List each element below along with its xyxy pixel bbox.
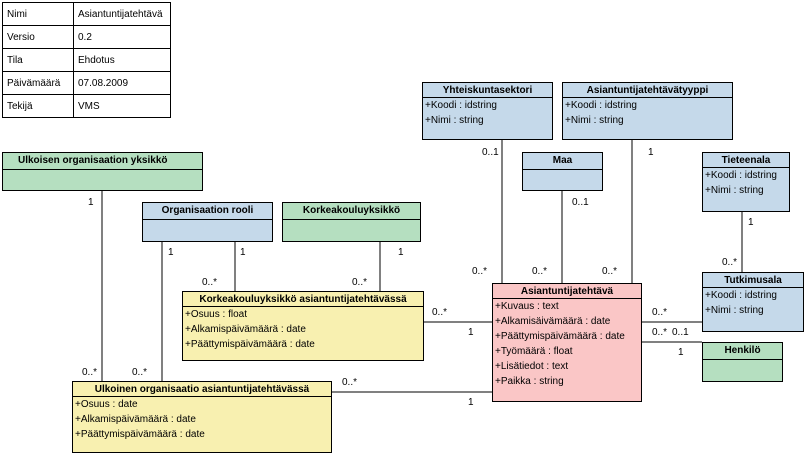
class-name: Korkeakouluyksikkö bbox=[302, 205, 401, 216]
class-korkeakouluyksikko[interactable]: Korkeakouluyksikkö bbox=[282, 202, 421, 242]
multiplicity-label: 1 bbox=[648, 147, 654, 158]
multiplicity-label: 1 bbox=[168, 247, 174, 258]
class-attribute: +Päättymispäivämäärä : date bbox=[75, 429, 205, 440]
class-name: Ulkoinen organisaatio asiantuntijatehtäv… bbox=[94, 384, 310, 395]
class-attribute: +Koodi : idstring bbox=[565, 100, 637, 111]
class-name: Yhteiskuntasektori bbox=[442, 85, 533, 96]
class-attribute: +Päättymispäivämäärä : date bbox=[495, 331, 625, 342]
class-attribute: +Lisätiedot : text bbox=[495, 361, 569, 372]
class-divider bbox=[183, 306, 423, 307]
class-attribute: +Alkamispäivämäärä : date bbox=[75, 414, 196, 425]
meta-key: Tila bbox=[2, 48, 74, 72]
class-divider bbox=[493, 298, 641, 299]
class-asiantuntijatehtavatyyppi[interactable]: Asiantuntijatehtävätyyppi +Koodi : idstr… bbox=[562, 82, 733, 140]
class-tutkimusala[interactable]: Tutkimusala +Koodi : idstring +Nimi : st… bbox=[702, 272, 804, 332]
multiplicity-label: 0..1 bbox=[572, 197, 589, 208]
multiplicity-label: 0..* bbox=[652, 307, 668, 318]
class-attribute: +Päättymispäivämäärä : date bbox=[185, 339, 315, 350]
class-yhteiskuntasektori[interactable]: Yhteiskuntasektori +Koodi : idstring +Ni… bbox=[422, 82, 553, 140]
class-name: Asiantuntijatehtävätyyppi bbox=[586, 85, 709, 96]
class-name: Maa bbox=[552, 155, 573, 166]
multiplicity-label: 1 bbox=[398, 247, 404, 258]
multiplicity-label: 1 bbox=[678, 347, 684, 358]
class-name: Korkeakouluyksikkö asiantuntijatehtäväss… bbox=[199, 294, 407, 305]
multiplicity-label: 1 bbox=[748, 217, 754, 228]
multiplicity-label: 0..* bbox=[602, 266, 618, 277]
class-divider bbox=[423, 97, 552, 98]
class-divider bbox=[143, 219, 272, 220]
multiplicity-label: 0..1 bbox=[672, 327, 689, 338]
class-divider bbox=[283, 219, 420, 220]
class-attribute: +Alkamispäivämäärä : date bbox=[185, 324, 306, 335]
multiplicity-label: 0..1 bbox=[482, 147, 499, 158]
class-divider bbox=[703, 359, 782, 360]
class-attribute: +Nimi : string bbox=[705, 185, 764, 196]
class-divider bbox=[73, 396, 331, 397]
multiplicity-label: 0..* bbox=[352, 277, 368, 288]
class-organisaation-rooli[interactable]: Organisaation rooli bbox=[142, 202, 273, 242]
multiplicity-label: 0..* bbox=[722, 257, 738, 268]
class-attribute: +Paikka : string bbox=[495, 376, 564, 387]
class-name: Organisaation rooli bbox=[161, 205, 254, 216]
multiplicity-label: 0..* bbox=[432, 307, 448, 318]
multiplicity-label: 1 bbox=[468, 327, 474, 338]
multiplicity-label: 0..* bbox=[342, 377, 358, 388]
class-divider bbox=[3, 169, 202, 170]
class-name: Henkilö bbox=[724, 345, 761, 356]
meta-value: VMS bbox=[73, 94, 171, 118]
class-attribute: +Koodi : idstring bbox=[705, 170, 777, 181]
multiplicity-label: 1 bbox=[88, 197, 94, 208]
class-ulkoinen-organisaatio-asiantuntijatehtavassa[interactable]: Ulkoinen organisaatio asiantuntijatehtäv… bbox=[72, 381, 332, 453]
multiplicity-label: 0..* bbox=[82, 367, 98, 378]
multiplicity-label: 1 bbox=[240, 247, 246, 258]
class-attribute: +Koodi : idstring bbox=[425, 100, 497, 111]
multiplicity-label: 1 bbox=[468, 397, 474, 408]
multiplicity-label: 0..* bbox=[652, 327, 668, 338]
class-name: Tieteenala bbox=[721, 155, 771, 166]
multiplicity-label: 0..* bbox=[472, 266, 488, 277]
class-divider bbox=[563, 97, 732, 98]
class-maa[interactable]: Maa bbox=[522, 152, 603, 191]
class-divider bbox=[703, 287, 803, 288]
class-korkeakouluyksikko-asiantuntijatehtavassa[interactable]: Korkeakouluyksikkö asiantuntijatehtäväss… bbox=[182, 291, 424, 361]
class-name: Tutkimusala bbox=[724, 275, 782, 286]
class-name: Ulkoisen organisaation yksikkö bbox=[18, 155, 168, 166]
class-ulkoisen-organisaation-yksikko[interactable]: Ulkoisen organisaation yksikkö bbox=[2, 152, 203, 191]
class-attribute: +Kuvaus : text bbox=[495, 301, 559, 312]
class-tieteenala[interactable]: Tieteenala +Koodi : idstring +Nimi : str… bbox=[702, 152, 790, 212]
class-attribute: +Osuus : float bbox=[185, 309, 247, 320]
multiplicity-label: 0..* bbox=[202, 277, 218, 288]
class-divider bbox=[703, 167, 789, 168]
class-henkilo[interactable]: Henkilö bbox=[702, 342, 783, 382]
meta-value: Ehdotus bbox=[73, 48, 171, 72]
multiplicity-label: 0..* bbox=[132, 367, 148, 378]
multiplicity-label: 0..* bbox=[532, 266, 548, 277]
class-attribute: +Työmäärä : float bbox=[495, 346, 573, 357]
class-divider bbox=[523, 169, 602, 170]
class-attribute: +Alkamisäivämäärä : date bbox=[495, 316, 611, 327]
class-attribute: +Nimi : string bbox=[425, 115, 484, 126]
class-attribute: +Koodi : idstring bbox=[705, 290, 777, 301]
class-attribute: +Osuus : date bbox=[75, 399, 138, 410]
class-attribute: +Nimi : string bbox=[705, 305, 764, 316]
class-attribute: +Nimi : string bbox=[565, 115, 624, 126]
class-name: Asiantuntijatehtävä bbox=[520, 286, 614, 297]
class-asiantuntijatehtava[interactable]: Asiantuntijatehtävä +Kuvaus : text +Alka… bbox=[492, 283, 642, 402]
